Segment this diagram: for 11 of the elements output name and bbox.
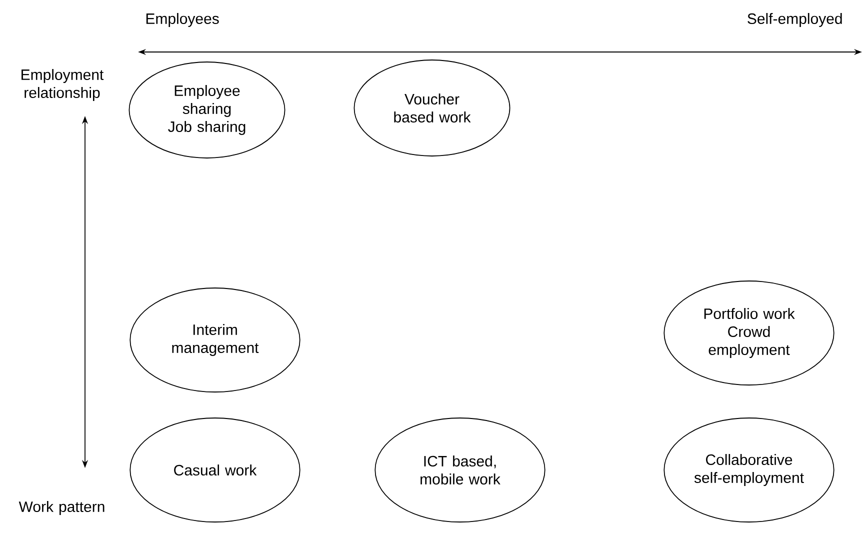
axis-label: Self-employed [748, 13, 842, 27]
ellipse-node: Voucher based work [354, 60, 510, 156]
ellipse-node: Employee sharing Job sharing [128, 62, 286, 158]
axis-label: Employees [146, 13, 219, 27]
axis-label: Work pattern [18, 501, 104, 515]
ellipse-node: Interim management [130, 288, 300, 392]
ellipse-node: Casual work [130, 418, 300, 522]
ellipse-node: ICT based, mobile work [374, 418, 546, 522]
ellipse-node: Portfolio work Crowd employment [664, 280, 834, 386]
ellipse-node: Collaborative self-employment [664, 418, 834, 522]
axis-label: Employment relationship [22, 69, 104, 101]
